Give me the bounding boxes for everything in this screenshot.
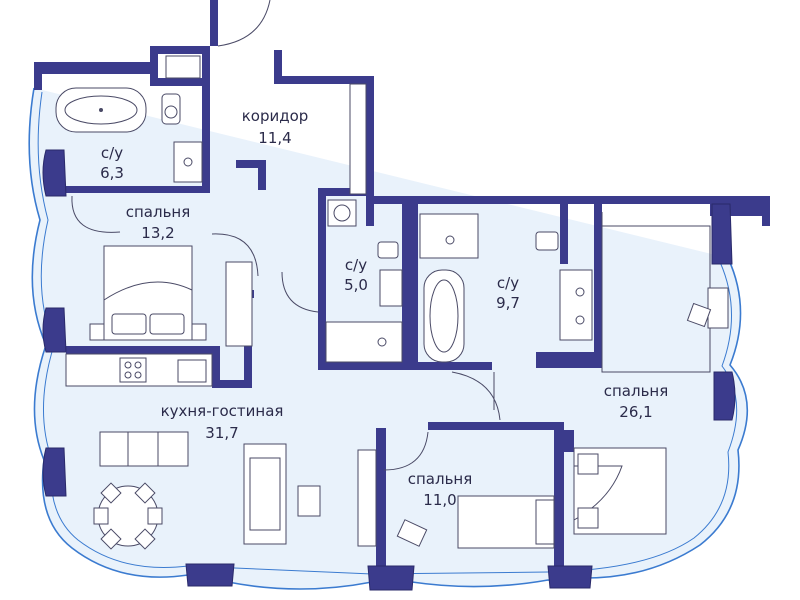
room-area-kitchen-living: 31,7 — [205, 424, 238, 442]
room-area-bath-3: 9,7 — [496, 294, 520, 312]
room-area-bedroom-2: 26,1 — [619, 403, 652, 421]
room-name-kitchen-living: кухня-гостиная — [161, 402, 284, 420]
room-area-bath-2: 5,0 — [344, 276, 368, 294]
bath-2-fixtures — [325, 199, 403, 363]
room-name-bath-1: с/у — [101, 144, 123, 162]
room-labels: с/у 6,3 коридор 11,4 спальня 13,2 с/у 5,… — [100, 107, 668, 509]
room-name-bedroom-1: спальня — [126, 203, 191, 221]
facade-columns — [42, 149, 736, 591]
bedroom-3-furniture — [357, 449, 555, 549]
room-name-bath-3: с/у — [497, 274, 519, 292]
room-area-bedroom-1: 13,2 — [141, 224, 174, 242]
bath-1-fixtures — [55, 55, 203, 183]
room-name-bath-2: с/у — [345, 256, 367, 274]
room-area-bedroom-3: 11,0 — [423, 491, 456, 509]
kitchen-furniture — [65, 353, 321, 550]
room-name-bedroom-2: спальня — [604, 382, 669, 400]
room-name-bedroom-3: спальня — [408, 470, 473, 488]
room-area-bath-1: 6,3 — [100, 164, 124, 182]
room-area-corridor: 11,4 — [258, 129, 291, 147]
bedroom-2-furniture — [573, 225, 729, 535]
bedroom-1-furniture — [89, 245, 253, 347]
room-name-corridor: коридор — [242, 107, 309, 125]
bath-3-fixtures — [419, 213, 593, 363]
